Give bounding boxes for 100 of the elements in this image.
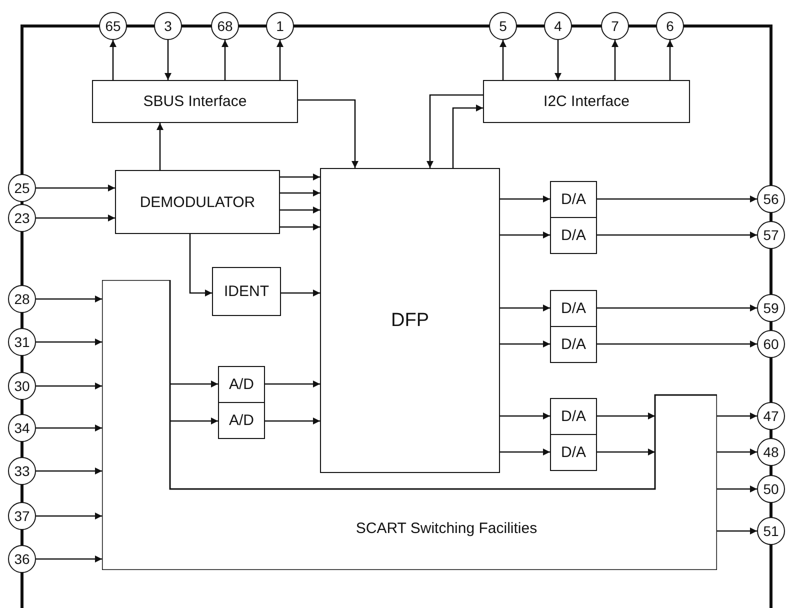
pin-circle — [757, 221, 785, 249]
pin-circle — [757, 517, 785, 545]
function-block — [92, 80, 298, 123]
arrow — [222, 40, 228, 80]
pin-circle — [757, 438, 785, 466]
block-label: D/A — [560, 300, 586, 317]
arrow — [36, 296, 102, 302]
block-label: SCART Switching Facilities — [354, 520, 538, 537]
arrow — [500, 448, 550, 456]
block-label: D/A — [560, 444, 586, 461]
block-label: DEMODULATOR — [140, 194, 256, 210]
pin-circle — [8, 174, 36, 202]
function-block — [212, 267, 281, 316]
pin-circle — [99, 12, 127, 40]
arrow — [597, 412, 655, 420]
arrow — [189, 234, 212, 296]
pin-circle — [544, 12, 572, 40]
pin-circle — [757, 185, 785, 213]
arrow — [170, 418, 218, 424]
arrow — [36, 338, 102, 346]
pin-number: 7 — [611, 18, 619, 34]
arrow — [717, 448, 757, 456]
arrow — [164, 40, 172, 80]
function-block — [218, 402, 265, 439]
switching-block — [102, 280, 717, 570]
arrow — [36, 512, 102, 520]
arrow — [280, 224, 320, 230]
pin-number: 33 — [14, 463, 30, 479]
pin-number: 59 — [763, 300, 779, 316]
arrow — [666, 40, 674, 80]
pin-number: 51 — [763, 523, 779, 539]
arrow — [280, 174, 320, 180]
arrow — [36, 424, 102, 432]
function-block — [218, 366, 265, 403]
block-label: D/A — [560, 191, 586, 208]
function-block — [550, 290, 597, 327]
arrow — [554, 40, 562, 80]
pin-number: 65 — [105, 18, 121, 34]
block-label: I2C Interface — [544, 93, 630, 110]
function-block — [550, 326, 597, 363]
arrow — [281, 290, 320, 296]
arrow — [717, 486, 757, 492]
pin-circle — [757, 402, 785, 430]
arrow — [36, 556, 102, 562]
pin-number: 48 — [763, 444, 779, 460]
arrow — [717, 412, 757, 420]
arrow — [36, 214, 115, 222]
pin-number: 23 — [14, 210, 30, 226]
block-label: D/A — [560, 336, 586, 353]
pin-number: 37 — [14, 508, 30, 524]
pin-circle — [266, 12, 294, 40]
arrow — [276, 40, 284, 80]
arrow — [612, 40, 618, 80]
pin-number: 4 — [554, 18, 562, 34]
pin-number: 25 — [14, 180, 30, 196]
pin-circle — [757, 475, 785, 503]
block-label: A/D — [228, 376, 254, 393]
pin-circle — [8, 545, 36, 573]
pin-circle — [211, 12, 239, 40]
block-label: A/D — [228, 412, 254, 429]
pin-circle — [8, 285, 36, 313]
block-label: DFP — [391, 310, 429, 332]
pin-number: 34 — [14, 420, 30, 436]
block-label: D/A — [560, 408, 586, 425]
arrow — [597, 448, 655, 456]
block-label: D/A — [560, 227, 586, 244]
pin-number: 50 — [763, 481, 779, 497]
function-block — [115, 170, 280, 234]
pin-circle — [8, 414, 36, 442]
pin-circle — [8, 457, 36, 485]
function-block — [320, 168, 500, 473]
arrow — [426, 94, 483, 168]
pin-number: 60 — [763, 336, 779, 352]
pin-number: 36 — [14, 551, 30, 567]
pin-circle — [656, 12, 684, 40]
pin-circle — [757, 330, 785, 358]
arrow — [36, 468, 102, 474]
arrow — [597, 196, 757, 202]
arrow — [265, 380, 320, 388]
pin-number: 5 — [499, 18, 507, 34]
arrow — [170, 380, 218, 388]
arrow — [597, 340, 757, 348]
pin-circle — [154, 12, 182, 40]
function-block — [550, 217, 597, 254]
block-label: IDENT — [224, 283, 269, 300]
pin-number: 30 — [14, 378, 30, 394]
pin-number: 68 — [217, 18, 233, 34]
arrow — [280, 190, 320, 196]
pin-number: 28 — [14, 291, 30, 307]
pin-circle — [8, 372, 36, 400]
pin-circle — [757, 294, 785, 322]
arrow — [500, 232, 550, 238]
arrow — [597, 232, 757, 238]
pin-circle — [8, 328, 36, 356]
arrow — [36, 184, 115, 192]
function-block — [550, 434, 597, 471]
pin-number: 3 — [164, 18, 172, 34]
pin-circle — [601, 12, 629, 40]
function-block — [550, 398, 597, 435]
arrow — [280, 206, 320, 214]
